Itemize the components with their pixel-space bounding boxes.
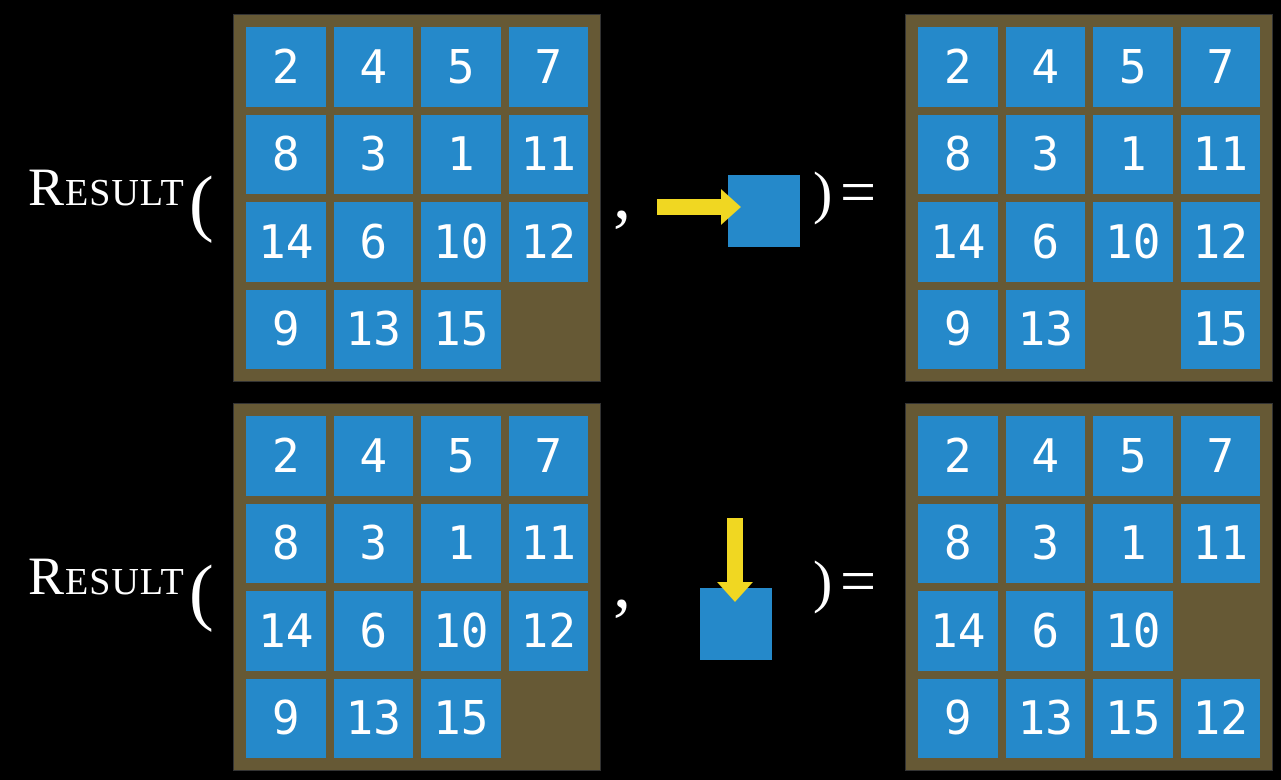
arrow-head xyxy=(717,582,753,602)
puzzle-tile-1: 1 xyxy=(421,503,501,583)
puzzle-tile-7: 7 xyxy=(508,27,588,107)
puzzle-tile-11: 11 xyxy=(508,114,588,194)
arrow-head xyxy=(721,189,741,225)
puzzle-tile-13: 13 xyxy=(1005,678,1085,758)
puzzle-tile-14: 14 xyxy=(246,591,326,671)
puzzle-tile-2: 2 xyxy=(918,27,998,107)
puzzle-tile-9: 9 xyxy=(918,289,998,369)
puzzle-tile-2: 2 xyxy=(246,27,326,107)
puzzle-tile-1: 1 xyxy=(421,114,501,194)
puzzle-tile-7: 7 xyxy=(1180,416,1260,496)
puzzle-tile-3: 3 xyxy=(333,503,413,583)
puzzle-tile-12: 12 xyxy=(508,202,588,282)
puzzle-tile-7: 7 xyxy=(508,416,588,496)
puzzle-tile-13: 13 xyxy=(333,289,413,369)
puzzle-tile-14: 14 xyxy=(918,202,998,282)
puzzle-tile-12: 12 xyxy=(1180,202,1260,282)
puzzle-tile-12: 12 xyxy=(1180,678,1260,758)
puzzle-tile-8: 8 xyxy=(918,114,998,194)
close-paren: ) xyxy=(813,549,833,614)
puzzle-tile-11: 11 xyxy=(1180,114,1260,194)
blank-cell xyxy=(509,290,589,370)
puzzle-tile-3: 3 xyxy=(1005,503,1085,583)
puzzle-tile-11: 11 xyxy=(508,503,588,583)
blank-cell xyxy=(509,679,589,759)
puzzle-tile-10: 10 xyxy=(1093,202,1173,282)
puzzle-tile-15: 15 xyxy=(421,289,501,369)
puzzle-tile-4: 4 xyxy=(333,416,413,496)
puzzle-tile-11: 11 xyxy=(1180,503,1260,583)
close-paren: ) xyxy=(813,160,833,225)
puzzle-tile-5: 5 xyxy=(1093,27,1173,107)
puzzle-tile-6: 6 xyxy=(333,202,413,282)
arrow-shaft xyxy=(727,518,743,582)
puzzle-tile-8: 8 xyxy=(918,503,998,583)
puzzle-tile-2: 2 xyxy=(918,416,998,496)
blank-cell xyxy=(1181,591,1261,671)
puzzle-tile-1: 1 xyxy=(1093,114,1173,194)
result-function-name: Result xyxy=(28,157,185,217)
equals-sign: = xyxy=(840,545,877,616)
puzzle-tile-3: 3 xyxy=(333,114,413,194)
arrow-shaft xyxy=(657,199,721,215)
puzzle-tile-4: 4 xyxy=(333,27,413,107)
equals-sign: = xyxy=(840,156,877,227)
puzzle-tile-7: 7 xyxy=(1180,27,1260,107)
puzzle-tile-9: 9 xyxy=(918,678,998,758)
puzzle-tile-13: 13 xyxy=(1005,289,1085,369)
open-paren: ( xyxy=(189,162,214,244)
puzzle-tile-6: 6 xyxy=(1005,202,1085,282)
right-arrow-icon xyxy=(657,189,741,225)
puzzle-tile-10: 10 xyxy=(1093,591,1173,671)
puzzle-tile-10: 10 xyxy=(421,591,501,671)
puzzle-tile-13: 13 xyxy=(333,678,413,758)
puzzle-tile-14: 14 xyxy=(246,202,326,282)
puzzle-tile-5: 5 xyxy=(1093,416,1173,496)
down-arrow-icon xyxy=(717,518,753,602)
puzzle-tile-15: 15 xyxy=(1180,289,1260,369)
puzzle-tile-8: 8 xyxy=(246,503,326,583)
puzzle-tile-4: 4 xyxy=(1005,27,1085,107)
puzzle-tile-8: 8 xyxy=(246,114,326,194)
puzzle-tile-2: 2 xyxy=(246,416,326,496)
blank-cell xyxy=(1093,290,1173,370)
result-function-name: Result xyxy=(28,546,185,606)
puzzle-tile-9: 9 xyxy=(246,678,326,758)
puzzle-tile-14: 14 xyxy=(918,591,998,671)
puzzle-tile-15: 15 xyxy=(421,678,501,758)
puzzle-tile-9: 9 xyxy=(246,289,326,369)
puzzle-tile-12: 12 xyxy=(508,591,588,671)
puzzle-tile-6: 6 xyxy=(1005,591,1085,671)
puzzle-tile-5: 5 xyxy=(421,27,501,107)
puzzle-tile-10: 10 xyxy=(421,202,501,282)
puzzle-tile-3: 3 xyxy=(1005,114,1085,194)
argument-comma: , xyxy=(613,154,631,234)
puzzle-tile-6: 6 xyxy=(333,591,413,671)
argument-comma: , xyxy=(613,543,631,623)
puzzle-tile-4: 4 xyxy=(1005,416,1085,496)
open-paren: ( xyxy=(189,551,214,633)
puzzle-tile-15: 15 xyxy=(1093,678,1173,758)
puzzle-tile-1: 1 xyxy=(1093,503,1173,583)
puzzle-tile-5: 5 xyxy=(421,416,501,496)
